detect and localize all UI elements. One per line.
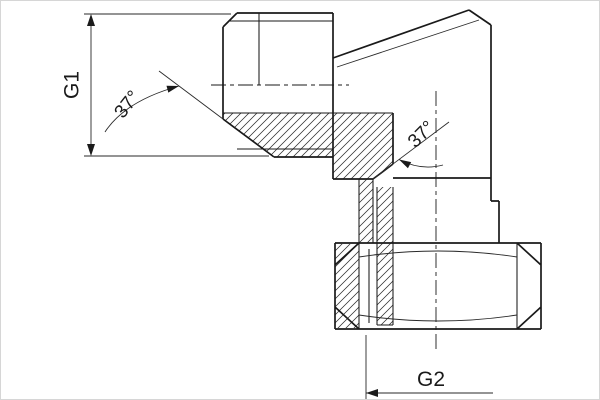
g1-arrow-down: [87, 144, 95, 156]
angle-label-left: 37°: [110, 87, 144, 123]
centerlines: [211, 84, 437, 351]
dimension-label-g2: G2: [417, 368, 445, 391]
g1-dimension: G1: [61, 13, 269, 157]
hatch-body-wall: [333, 157, 393, 179]
g2-dimension: G2: [365, 335, 493, 399]
male-stud-outline: [222, 12, 393, 158]
hatch-nut-wall: [335, 244, 359, 328]
elbow-body-outline: [332, 9, 500, 326]
hatch-sleeve-wall: [359, 179, 373, 243]
angle-right-arrow: [399, 159, 412, 169]
hatch-male-stud-wall: [223, 113, 393, 157]
angle-left-arrow: [166, 85, 179, 93]
section-hatching: [223, 113, 393, 328]
hatch-tube-wall: [377, 187, 393, 325]
g1-arrow-up: [87, 14, 95, 26]
g2-arrow-left: [366, 389, 378, 397]
angle-label-right: 37°: [404, 117, 439, 152]
angle-annotation-left: 37°: [104, 70, 224, 133]
dimension-label-g1: G1: [61, 71, 84, 99]
swivel-nut-outline: [334, 242, 542, 330]
